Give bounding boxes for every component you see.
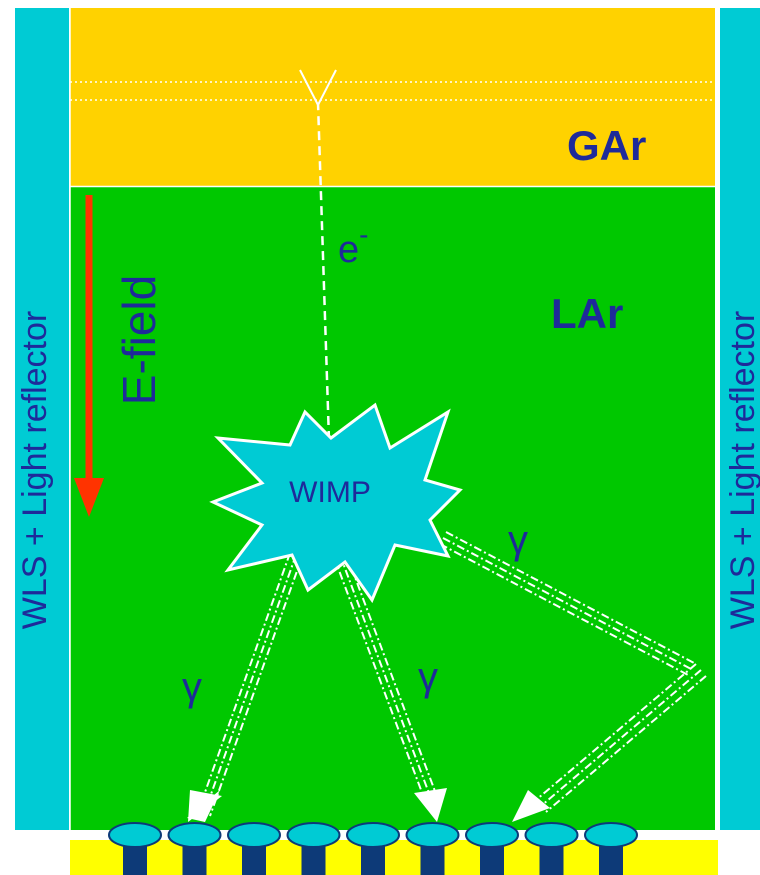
pmt-window <box>346 822 400 848</box>
right-wall-label: WLS + Light reflector <box>724 311 760 629</box>
pmt-window <box>286 822 341 848</box>
electron-symbol: e <box>338 229 359 271</box>
pmt-window <box>108 822 162 848</box>
photon-path-left <box>187 552 303 822</box>
gamma-label-right: γ <box>508 518 528 562</box>
gar-label: GAr <box>567 122 646 169</box>
pmt <box>524 822 579 875</box>
pmt-window <box>167 822 222 848</box>
lar-label: LAr <box>551 290 623 337</box>
gamma-label-middle: γ <box>418 655 438 699</box>
e-field-arrow-head <box>74 478 104 517</box>
electron-label: e- <box>338 219 368 271</box>
photon-path-right <box>439 531 707 822</box>
pmt <box>584 822 638 875</box>
pmt <box>346 822 400 875</box>
gamma-label-left: γ <box>182 665 202 709</box>
pmt <box>465 822 519 875</box>
pmt-array <box>108 822 638 875</box>
pmt-window <box>465 822 519 848</box>
electron-drift-path <box>316 102 331 441</box>
e-field-label: E-field <box>113 275 165 405</box>
electron-charge-superscript: - <box>359 219 368 250</box>
pmt-window <box>584 822 638 848</box>
photon-path-middle <box>333 552 447 822</box>
pmt <box>167 822 222 875</box>
left-wall-label: WLS + Light reflector <box>16 311 54 629</box>
pmt <box>108 822 162 875</box>
pmt <box>405 822 460 875</box>
pmt-window <box>524 822 579 848</box>
gas-argon-region <box>70 8 715 186</box>
left-wls-reflector-wall <box>15 8 69 830</box>
wimp-interaction-burst <box>209 402 463 604</box>
right-wls-reflector-wall <box>720 8 760 830</box>
wimp-label: WIMP <box>289 476 371 509</box>
pmt <box>286 822 341 875</box>
pmt-window <box>405 822 460 848</box>
pmt-window <box>227 822 281 848</box>
pmt <box>227 822 281 875</box>
electron-arrowhead <box>299 69 337 108</box>
